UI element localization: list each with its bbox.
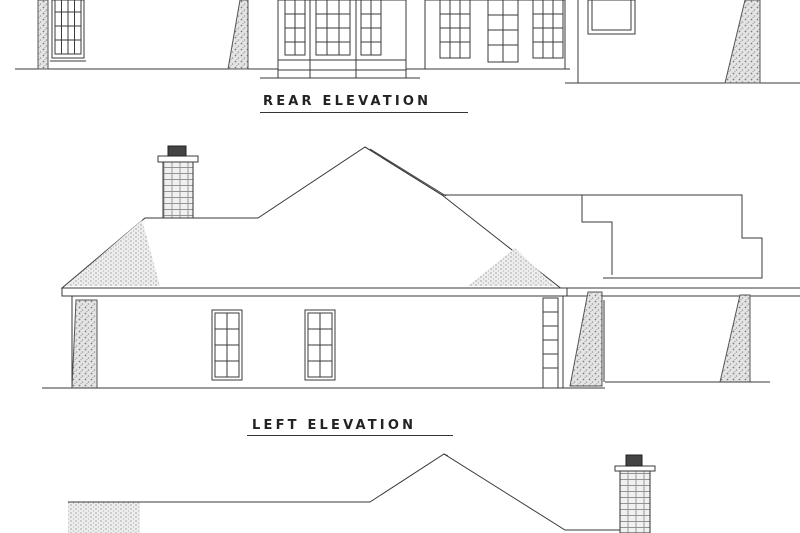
rear-stone-wedge-left — [227, 0, 249, 70]
rear-elevation-caption: REAR ELEVATION — [263, 94, 432, 109]
rear-window-right — [587, 0, 636, 35]
garage-stone-right — [719, 294, 751, 383]
rear-stone-wedge-right — [724, 0, 761, 84]
chimney-right — [614, 454, 656, 533]
rear-door-group — [424, 0, 566, 70]
right-elevation-partial — [68, 453, 656, 533]
roof-shingle-left — [66, 220, 160, 286]
rear-caption-underline — [260, 112, 468, 113]
quoin-column — [542, 297, 559, 389]
side-window-2 — [304, 309, 336, 381]
roof-shingle-right — [468, 248, 555, 286]
eave-band — [61, 287, 568, 297]
left-caption-underline — [247, 435, 453, 436]
stone-pier-left — [71, 299, 98, 389]
side-window-1 — [211, 309, 243, 381]
rear-bay-window — [260, 0, 420, 79]
rear-left-stone — [37, 0, 49, 70]
garage-stone-left — [569, 291, 603, 387]
garage-roof — [442, 194, 763, 279]
rear-window-left — [50, 0, 86, 62]
left-elevation-caption: LEFT ELEVATION — [252, 418, 417, 433]
chimney — [157, 145, 199, 219]
left-elevation — [42, 145, 800, 389]
rear-elevation — [15, 0, 800, 84]
